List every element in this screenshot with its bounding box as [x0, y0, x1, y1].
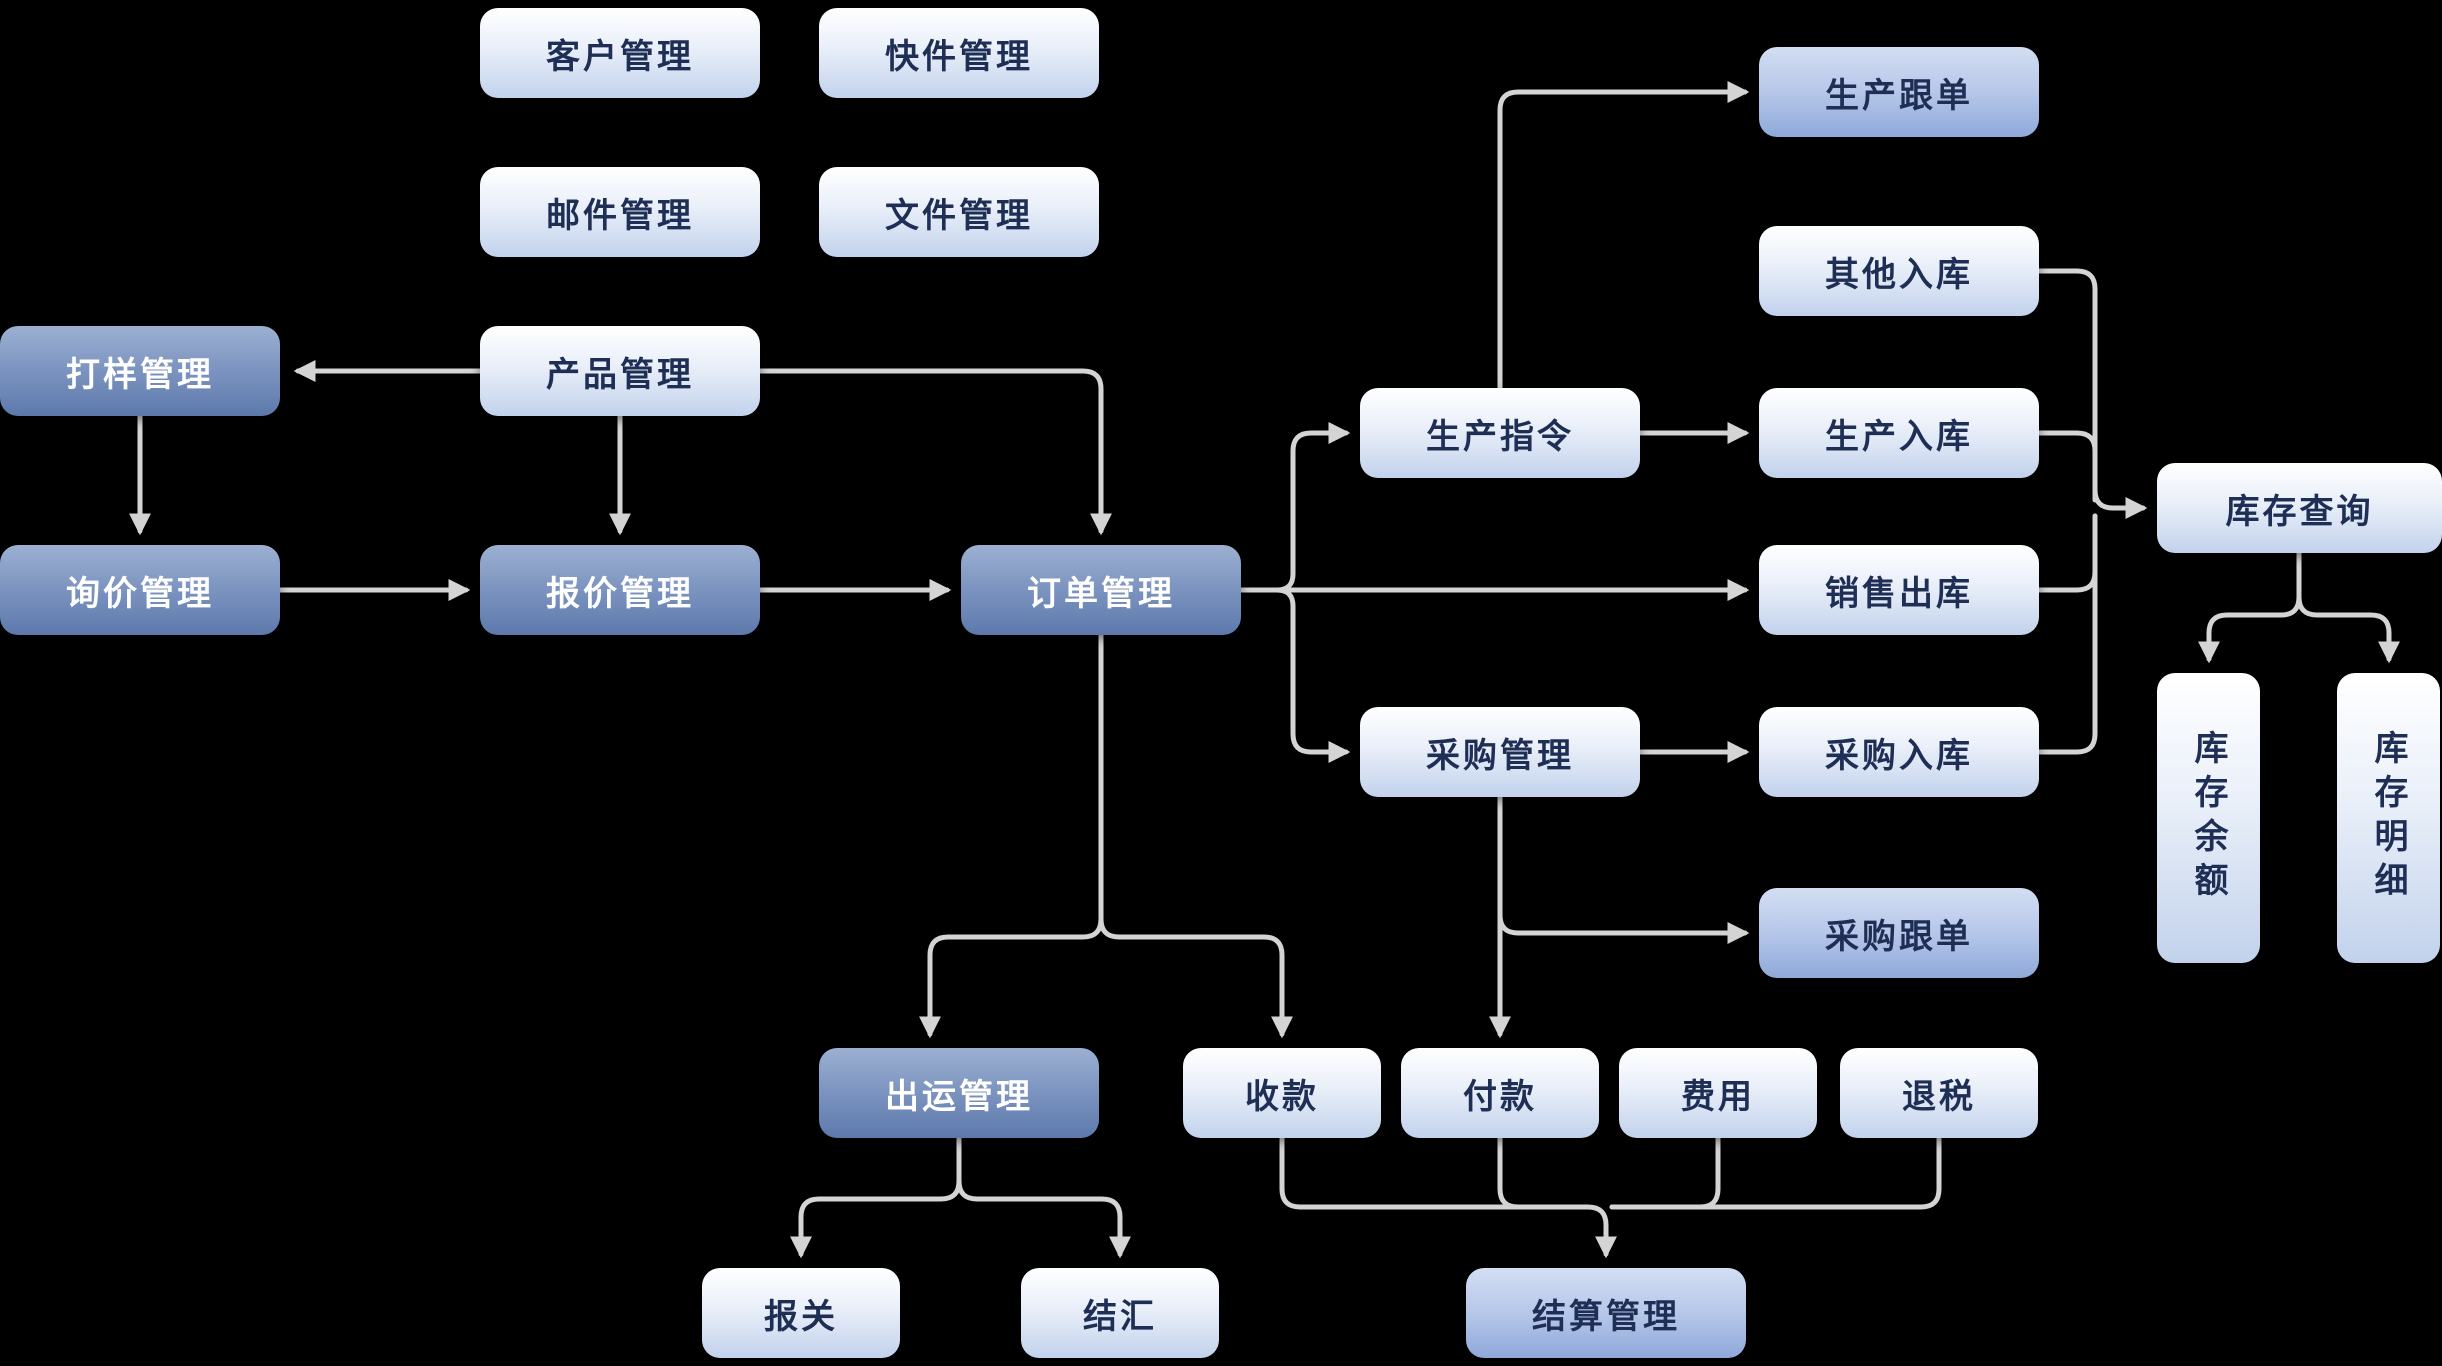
node-inventory-detail: 库存明细: [2337, 673, 2440, 963]
node-purchase-inbound: 采购入库: [1759, 707, 2039, 797]
node-settlement-fx: 结汇: [1021, 1268, 1219, 1358]
node-inquiry-management: 询价管理: [0, 545, 280, 635]
node-production-order: 生产指令: [1360, 388, 1640, 478]
node-file-management: 文件管理: [819, 167, 1099, 257]
node-order-management: 订单管理: [961, 545, 1241, 635]
edge-order-to-shipping: [918, 632, 1104, 1039]
node-expense: 费用: [1619, 1048, 1817, 1138]
node-product-management: 产品管理: [480, 326, 760, 416]
node-tax-refund: 退税: [1840, 1048, 2038, 1138]
node-shipping-management: 出运管理: [819, 1048, 1099, 1138]
edge-purchase-inbound-to-inventory-query: [2036, 513, 2098, 755]
node-quotation-management: 报价管理: [480, 545, 760, 635]
node-inventory-balance: 库存余额: [2157, 673, 2260, 963]
node-mail-management: 邮件管理: [480, 167, 760, 257]
node-customer-management: 客户管理: [480, 8, 760, 98]
edge-other-inbound-to-inventory-query: [2036, 268, 2148, 520]
edge-order-to-receipt: [1098, 916, 1294, 1039]
node-settlement-management: 结算管理: [1466, 1268, 1746, 1358]
edge-shipping-to-settlement-fx: [956, 1178, 1132, 1259]
edge-production-order-to-production-followup: [1497, 80, 1750, 391]
node-production-followup: 生产跟单: [1759, 47, 2039, 137]
edge-purchase-to-purchase-followup: [1497, 912, 1750, 945]
edge-order-to-production-order: [1274, 421, 1351, 593]
node-receipt: 收款: [1183, 1048, 1381, 1138]
edge-inventory-query-to-inventory-balance: [2197, 550, 2302, 664]
node-other-inbound: 其他入库: [1759, 226, 2039, 316]
edge-product-to-order: [757, 368, 1113, 536]
node-purchase-followup: 采购跟单: [1759, 888, 2039, 978]
edge-order-to-purchase: [1274, 587, 1351, 764]
edge-shipping-to-customs: [789, 1135, 962, 1259]
node-production-inbound: 生产入库: [1759, 388, 2039, 478]
node-customs-declaration: 报关: [702, 1268, 900, 1358]
edge-receipt-to-settlement: [1279, 1135, 1618, 1259]
edge-production-inbound-to-inventory-query: [2036, 430, 2098, 503]
node-purchase-management: 采购管理: [1360, 707, 1640, 797]
edge-tax-refund-to-settlement: [1609, 1135, 1942, 1210]
edge-expense-to-settlement: [1609, 1135, 1721, 1210]
edge-payment-to-settlement: [1497, 1135, 1583, 1210]
node-payment: 付款: [1401, 1048, 1599, 1138]
node-inventory-query: 库存查询: [2157, 463, 2442, 553]
node-sample-management: 打样管理: [0, 326, 280, 416]
node-express-management: 快件管理: [819, 8, 1099, 98]
edge-sales-outbound-to-inventory-query: [2036, 513, 2098, 593]
node-sales-outbound: 销售出库: [1759, 545, 2039, 635]
edge-inventory-query-to-inventory-detail: [2296, 550, 2401, 664]
